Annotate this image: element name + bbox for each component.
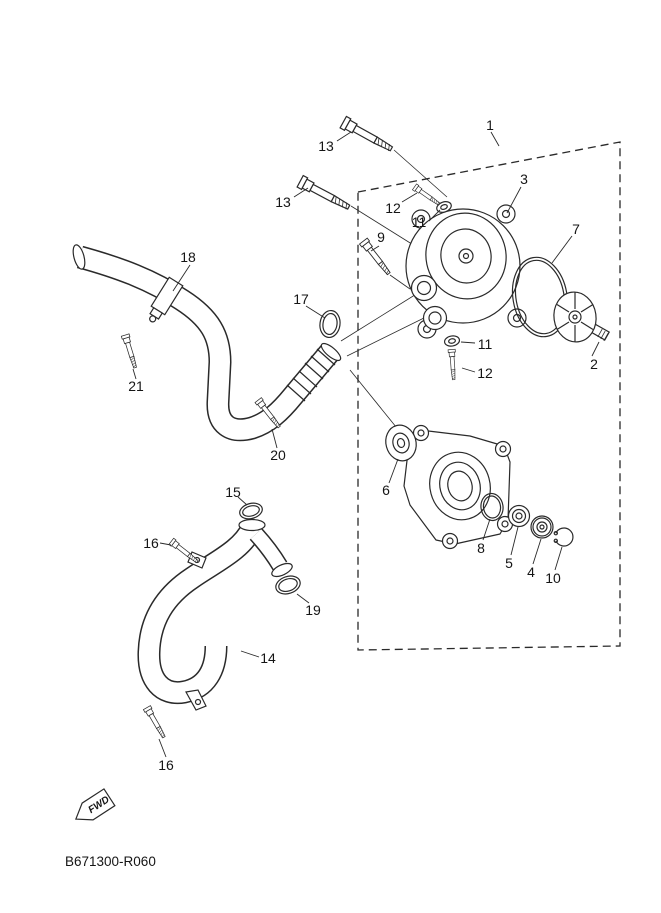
callout-label: 9 (377, 229, 385, 245)
part-bearing-4 (530, 515, 554, 539)
bolt-16b (143, 705, 168, 740)
callout-label: 13 (318, 138, 334, 154)
bolt-9 (359, 237, 394, 278)
washer-11b (443, 334, 461, 348)
bolt-13b (296, 174, 353, 214)
part-seal-6 (385, 424, 417, 462)
assembly-boundary-box (357, 141, 621, 651)
callout-label: 10 (545, 570, 561, 586)
callout-label: 16 (158, 757, 174, 773)
part-oring-15 (239, 502, 263, 520)
callout-label: 1 (486, 117, 494, 133)
callout-label: 14 (260, 650, 276, 666)
part-pipe-upper (72, 244, 342, 442)
callout-label: 16 (143, 535, 159, 551)
cover-stub-1 (410, 274, 438, 302)
callout-labels: 13 13 12 11 9 1 3 7 2 18 17 11 12 21 20 … (128, 117, 598, 773)
callout-label: 4 (527, 564, 535, 580)
pipe-open-end (72, 244, 86, 270)
callout-label: 2 (590, 356, 598, 372)
callout-label: 19 (305, 602, 321, 618)
callout-label: 12 (385, 200, 401, 216)
pipe-bellows (286, 348, 336, 402)
pipe-inlet-flange (238, 518, 266, 532)
callout-label: 7 (572, 221, 580, 237)
pipe-outlet-flange (271, 562, 293, 578)
bolt-13a (339, 115, 396, 156)
part-circlip-10 (553, 527, 574, 547)
fwd-arrow-icon (75, 788, 116, 821)
callout-label: 17 (293, 291, 309, 307)
callout-label: 18 (180, 249, 196, 265)
callout-label: 21 (128, 378, 144, 394)
part-oring-19 (275, 575, 301, 595)
part-pipe-lower (137, 518, 293, 711)
part-gasket-8 (480, 492, 504, 522)
callout-label: 11 (412, 214, 427, 230)
diagram-code: B671300-R060 (65, 854, 156, 869)
callout-label: 11 (478, 336, 493, 352)
callout-label: 3 (520, 171, 528, 187)
part-pump-cover (405, 204, 527, 339)
callout-label: 5 (505, 555, 513, 571)
bolt-12b (447, 348, 458, 381)
bolt-12a (412, 183, 442, 208)
callout-label: 8 (477, 540, 485, 556)
part-oring-17 (319, 309, 341, 339)
callout-label: 6 (382, 482, 390, 498)
callout-label: 13 (275, 194, 291, 210)
part-clamp-18 (149, 276, 184, 323)
fwd-marker: FWD (75, 788, 116, 821)
callout-label: 15 (225, 484, 241, 500)
leader-lines (132, 131, 600, 758)
part-pump-housing (403, 424, 514, 550)
bolt-21 (120, 333, 140, 370)
cover-stub-2 (422, 305, 448, 331)
bolt-16a (168, 537, 201, 566)
callout-label: 20 (270, 447, 286, 463)
part-oring-7 (511, 256, 569, 338)
part-seal-5 (507, 504, 531, 528)
callout-label: 12 (477, 365, 493, 381)
part-impeller-2 (553, 291, 611, 343)
pipe-end-cap (320, 342, 342, 362)
